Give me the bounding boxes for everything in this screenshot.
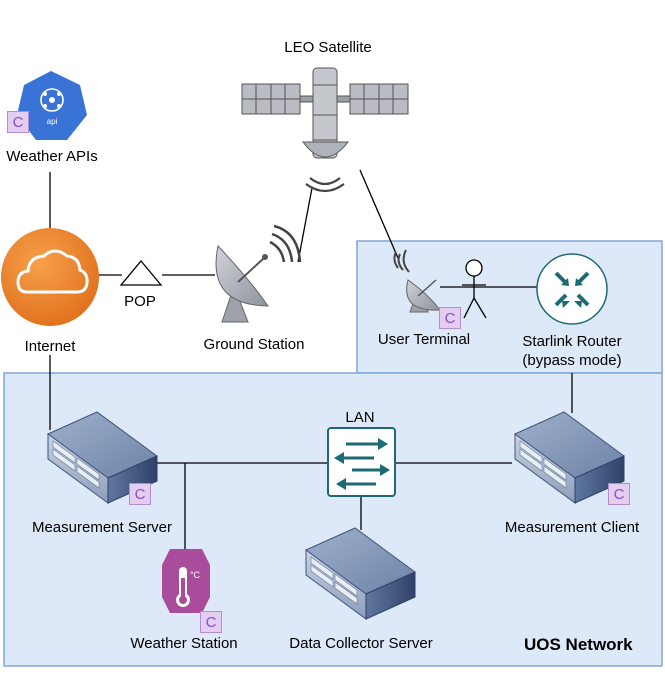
user-terminal-dish-icon — [393, 249, 441, 313]
cloud-icon — [1, 228, 99, 326]
label-uos-network: UOS Network — [524, 635, 633, 654]
person-icon — [462, 259, 487, 319]
api-hexagon-icon: api — [17, 71, 87, 140]
triangle-icon — [119, 259, 163, 286]
label-measurement-client: Measurement Client — [504, 519, 640, 536]
c-badge-user-terminal: C — [439, 307, 461, 329]
measurement-client-icon — [514, 411, 625, 504]
switch-icon — [327, 427, 396, 497]
label-user-terminal: User Terminal — [377, 331, 471, 348]
api-icon-text: api — [47, 117, 58, 126]
measurement-server-icon — [47, 411, 158, 504]
connection-lines — [49, 169, 573, 570]
label-pop: POP — [124, 293, 156, 310]
starlink-region — [356, 240, 663, 374]
ground-station-dish-icon — [215, 224, 302, 323]
label-internet: Internet — [24, 338, 76, 355]
label-bypass-mode: (bypass mode) — [522, 352, 622, 369]
label-weather-station: Weather Station — [130, 635, 238, 652]
label-data-collector-server: Data Collector Server — [289, 635, 433, 652]
c-badge-measurement-client: C — [608, 483, 630, 505]
celsius-icon-text: °C — [190, 570, 201, 580]
c-badge-weather-apis: C — [7, 111, 29, 133]
c-badge-measurement-server: C — [129, 483, 151, 505]
label-ground-station: Ground Station — [203, 336, 305, 353]
thermometer-hexagon-icon: °C — [162, 549, 210, 613]
label-measurement-server: Measurement Server — [31, 519, 173, 536]
label-weather-apis: Weather APIs — [6, 148, 98, 165]
data-collector-server-icon — [305, 527, 416, 620]
label-starlink-router: Starlink Router — [522, 333, 622, 350]
label-lan: LAN — [345, 409, 375, 426]
router-icon — [536, 253, 608, 325]
label-leo-satellite: LEO Satellite — [284, 39, 372, 56]
c-badge-weather-station: C — [200, 611, 222, 633]
satellite-icon — [241, 67, 409, 193]
